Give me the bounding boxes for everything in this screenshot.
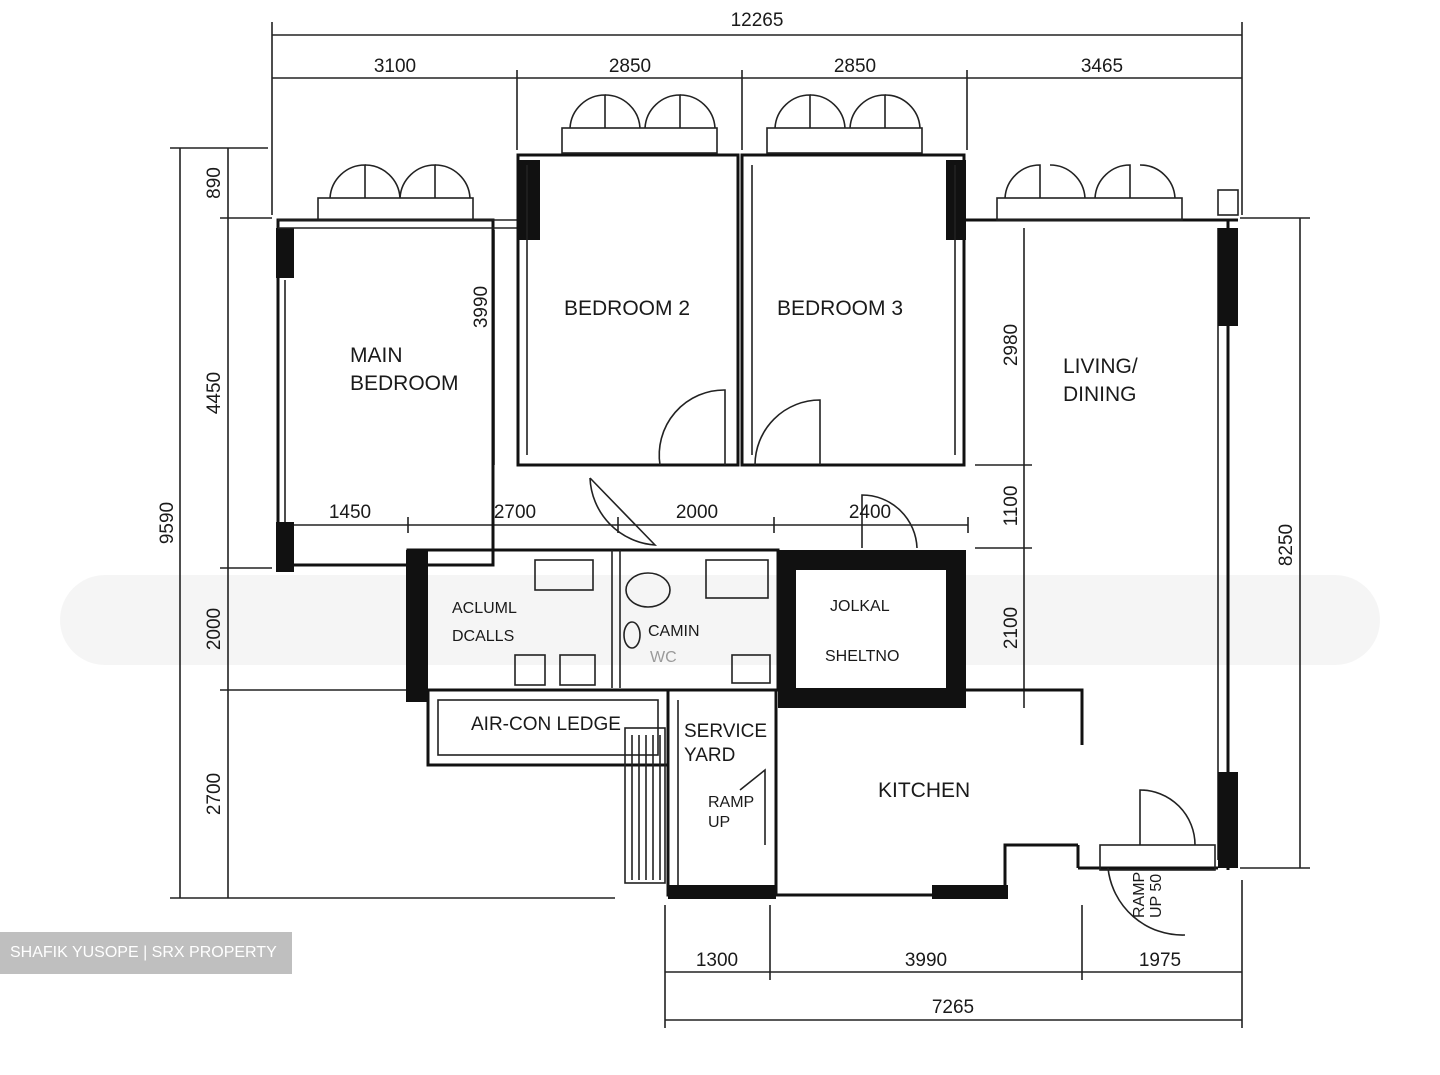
dim-bottom-segment: 3990 (905, 950, 947, 971)
room-label-kitchen: KITCHEN (878, 779, 970, 802)
dim-left-segment: 2700 (204, 773, 225, 815)
room-label-ramp-up-50: RAMP (1131, 872, 1148, 918)
dim-bottom-segment: 1975 (1139, 950, 1181, 971)
room-label-air-con-ledge: AIR-CON LEDGE (471, 714, 621, 735)
dimension-labels: 12265 3100 2850 2850 3465 1450 2700 2000… (157, 10, 1297, 1018)
dim-left-total: 9590 (157, 502, 178, 544)
room-label-bath-2: CAMIN (648, 623, 700, 640)
dim-bottom-total: 7265 (932, 997, 974, 1018)
room-label-bath-2: WC (650, 649, 677, 666)
room-label-bath-1: DCALLS (452, 628, 514, 645)
room-label-household-shelter: JOLKAL (830, 598, 890, 615)
dim-inner-row: 2000 (676, 502, 718, 523)
room-label-main-bedroom: BEDROOM (350, 372, 459, 395)
dim-inner-row: 2700 (494, 502, 536, 523)
dim-top-segment: 2850 (609, 56, 651, 77)
dim-top-total: 12265 (731, 10, 784, 31)
dim-left-segment: 4450 (204, 372, 225, 414)
room-label-service-yard: SERVICE (684, 721, 767, 742)
watermark-label: SHAFIK YUSOPE | SRX PROPERTY (0, 932, 292, 974)
dim-bedroom-depth: 3990 (471, 286, 492, 328)
room-label-household-shelter: SHELTNO (825, 648, 899, 665)
dim-inner-row: 1450 (329, 502, 371, 523)
room-label-ramp-up: UP (708, 814, 730, 831)
walls (276, 153, 1239, 899)
room-label-service-yard: YARD (684, 745, 735, 766)
room-label-bedroom-3: BEDROOM 3 (777, 297, 903, 320)
dim-left-segment: 2000 (204, 608, 225, 650)
watermark-band (60, 575, 1380, 665)
windows (284, 94, 1183, 522)
dim-living-gap: 1100 (1001, 486, 1022, 527)
dim-top-segment: 3100 (374, 56, 416, 77)
dim-bottom-segment: 1300 (696, 950, 738, 971)
room-label-living-dining: DINING (1063, 383, 1137, 406)
stairs (624, 727, 666, 884)
dim-left-segment: 890 (204, 167, 225, 199)
room-label-living-dining: LIVING/ (1063, 355, 1138, 378)
dim-inner-row: 2400 (849, 502, 891, 523)
room-labels: MAIN BEDROOM BEDROOM 2 BEDROOM 3 LIVING/… (350, 297, 1165, 918)
dim-shelter-depth: 2100 (1001, 607, 1022, 649)
dim-top-segment: 2850 (834, 56, 876, 77)
fixtures (514, 559, 771, 686)
room-label-ramp-up: RAMP (708, 794, 754, 811)
room-label-bedroom-2: BEDROOM 2 (564, 297, 690, 320)
dim-top-segment: 3465 (1081, 56, 1123, 77)
room-label-ramp-up-50: UP 50 (1148, 874, 1165, 918)
dim-living-depth: 2980 (1001, 324, 1022, 366)
room-label-bath-1: ACLUML (452, 600, 517, 617)
dim-right-total: 8250 (1276, 524, 1297, 566)
doors (589, 389, 1196, 936)
room-label-main-bedroom: MAIN (350, 344, 403, 367)
